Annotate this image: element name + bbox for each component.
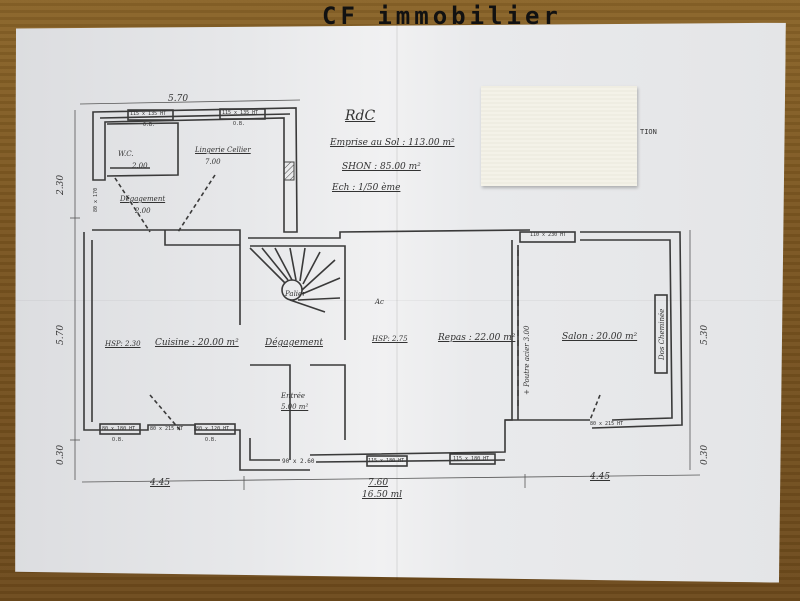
room-cuisine: Cuisine : 20.00 m² — [155, 338, 239, 348]
dim-bottom-mid: 7.60 — [368, 478, 389, 488]
salon-door: 80 x 215 HT — [590, 421, 624, 427]
window-top-mid-type: O.B. — [233, 121, 246, 127]
dim-left-mid: 5.70 — [56, 324, 66, 345]
window-top-left-type: O.B. — [143, 122, 156, 128]
dim-top-width: 5.70 — [168, 94, 189, 104]
scale: Ech : 1/50 ème — [332, 183, 401, 193]
room-entree-name: Entrée — [281, 392, 306, 400]
room-lingerie-name: Lingerie Cellier — [195, 146, 251, 154]
kitchen-window-1-type: O.B. — [112, 437, 125, 443]
room-salon: Salon : 20.00 m² — [562, 332, 638, 342]
beam-label: + Poutre acier 3.00 — [523, 325, 531, 395]
repas-hsp: HSP: 2.75 — [372, 335, 408, 343]
kitchen-door: 80 x 215 HT — [150, 426, 184, 432]
repas-window-1: 115 x 180 HT — [368, 458, 405, 464]
cover-sticker — [481, 86, 637, 186]
plan-title: RdC — [345, 108, 376, 124]
shon: SHON : 85.00 m² — [342, 162, 421, 172]
window-top-left: 115 x 135 HT — [130, 111, 167, 117]
room-wc-name: W.C. — [118, 150, 134, 158]
ac-mark: Ac — [375, 298, 384, 306]
emprise-au-sol: Emprise au Sol : 113.00 m² — [330, 138, 455, 148]
chimney-label: Dos Cheminée — [658, 308, 666, 360]
room-degagement: Dégagement — [265, 338, 324, 348]
window-top-mid: 115 x 135 HT — [222, 110, 259, 116]
dim-right-mid: 5.30 — [700, 324, 710, 345]
entry-door: 90 x 2.60 — [282, 458, 315, 465]
room-palier: Palier — [285, 290, 306, 298]
paper-fold-horizontal — [14, 300, 784, 301]
room-lingerie-area: 7.00 — [205, 158, 221, 166]
dim-bottom-left: 4.45 — [150, 478, 171, 488]
room-wc-area: 2.00 — [132, 162, 148, 170]
room-degagement-annex-name: Dégagement — [120, 195, 166, 203]
dim-left-bottom: 0.30 — [56, 444, 66, 465]
dim-bottom-right: 4.45 — [590, 472, 611, 482]
partial-label: TION — [640, 128, 657, 136]
kitchen-window-2-type: O.B. — [205, 437, 218, 443]
kitchen-window-1: 80 x 180 HT — [102, 426, 136, 432]
dim-left-top: 2.30 — [56, 174, 66, 195]
room-repas: Repas : 22.00 m² — [438, 333, 516, 343]
cuisine-hsp: HSP: 2.30 — [105, 340, 141, 348]
room-degagement-annex-area: 2.00 — [135, 207, 151, 215]
salon-top-window: 110 x 230 HT — [530, 232, 567, 238]
room-entree-area: 5.00 m² — [281, 403, 309, 411]
kitchen-window-2: 80 x 120 HT — [196, 426, 230, 432]
repas-window-2: 115 x 180 HT — [453, 456, 490, 462]
paper-fold-vertical — [396, 20, 398, 580]
side-door: 80 x 170 — [93, 187, 99, 212]
dim-bottom-total: 16.50 ml — [362, 490, 403, 500]
dim-right-bottom: 0.30 — [700, 444, 710, 465]
